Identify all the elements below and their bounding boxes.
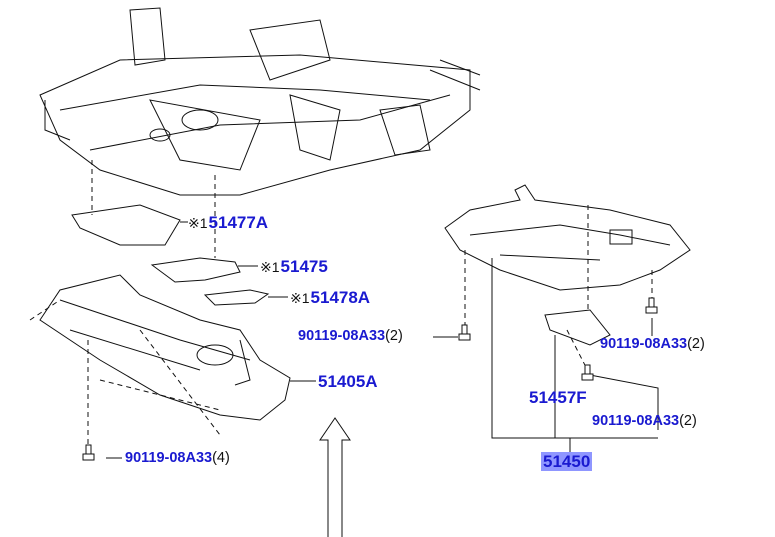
part-number: 90119-08A33 — [298, 328, 386, 344]
quantity: (4) — [212, 450, 230, 466]
part-label-51450[interactable]: 51450 — [541, 452, 593, 471]
part-number-highlighted: 51450 — [541, 452, 593, 471]
part-number: 51405A — [318, 372, 378, 391]
bolt-icon — [82, 444, 95, 461]
bolt-icons — [82, 297, 658, 461]
bolt-icon — [458, 324, 471, 341]
plate-51475-drawing — [150, 257, 241, 283]
plate-51478A-drawing — [203, 289, 270, 306]
part-label-bolt-left[interactable]: 90119-08A33(4) — [125, 451, 230, 466]
service-plate-51457F-drawing — [544, 309, 611, 346]
bolt-icon — [645, 297, 658, 314]
part-label-51457F[interactable]: 51457F — [529, 389, 587, 406]
plate-51477A-drawing — [71, 204, 181, 246]
skid-plate-51405A-drawing — [39, 274, 291, 421]
quantity: (2) — [687, 336, 705, 352]
quantity: (2) — [385, 328, 403, 344]
vehicle-frame-drawing — [39, 7, 481, 196]
part-label-51405A[interactable]: 51405A — [318, 373, 378, 390]
view-arrow-icon — [319, 417, 351, 537]
part-number: 90119-08A33 — [600, 336, 688, 352]
leader-lines — [106, 221, 659, 459]
part-number: 51457F — [529, 388, 587, 407]
note-mark: ※1 — [260, 259, 280, 275]
skid-plate-51450-drawing — [444, 184, 691, 291]
part-number: 51478A — [310, 288, 371, 307]
part-label-bolt-center[interactable]: 90119-08A33(2) — [298, 329, 403, 344]
guide-dashes — [29, 160, 653, 445]
part-number: 51477A — [208, 213, 269, 232]
note-mark: ※1 — [290, 290, 310, 306]
part-label-51475[interactable]: ※151475 — [260, 258, 328, 275]
bolt-icon — [581, 364, 594, 381]
part-number: 90119-08A33 — [125, 450, 213, 466]
note-mark: ※1 — [188, 215, 208, 231]
part-label-bolt-right-lower[interactable]: 90119-08A33(2) — [592, 414, 697, 429]
quantity: (2) — [679, 413, 697, 429]
part-label-51478A[interactable]: ※151478A — [290, 289, 370, 306]
part-number: 90119-08A33 — [592, 413, 680, 429]
part-label-51477A[interactable]: ※151477A — [188, 214, 268, 231]
part-number: 51475 — [280, 257, 328, 276]
part-label-bolt-right-upper[interactable]: 90119-08A33(2) — [600, 337, 705, 352]
